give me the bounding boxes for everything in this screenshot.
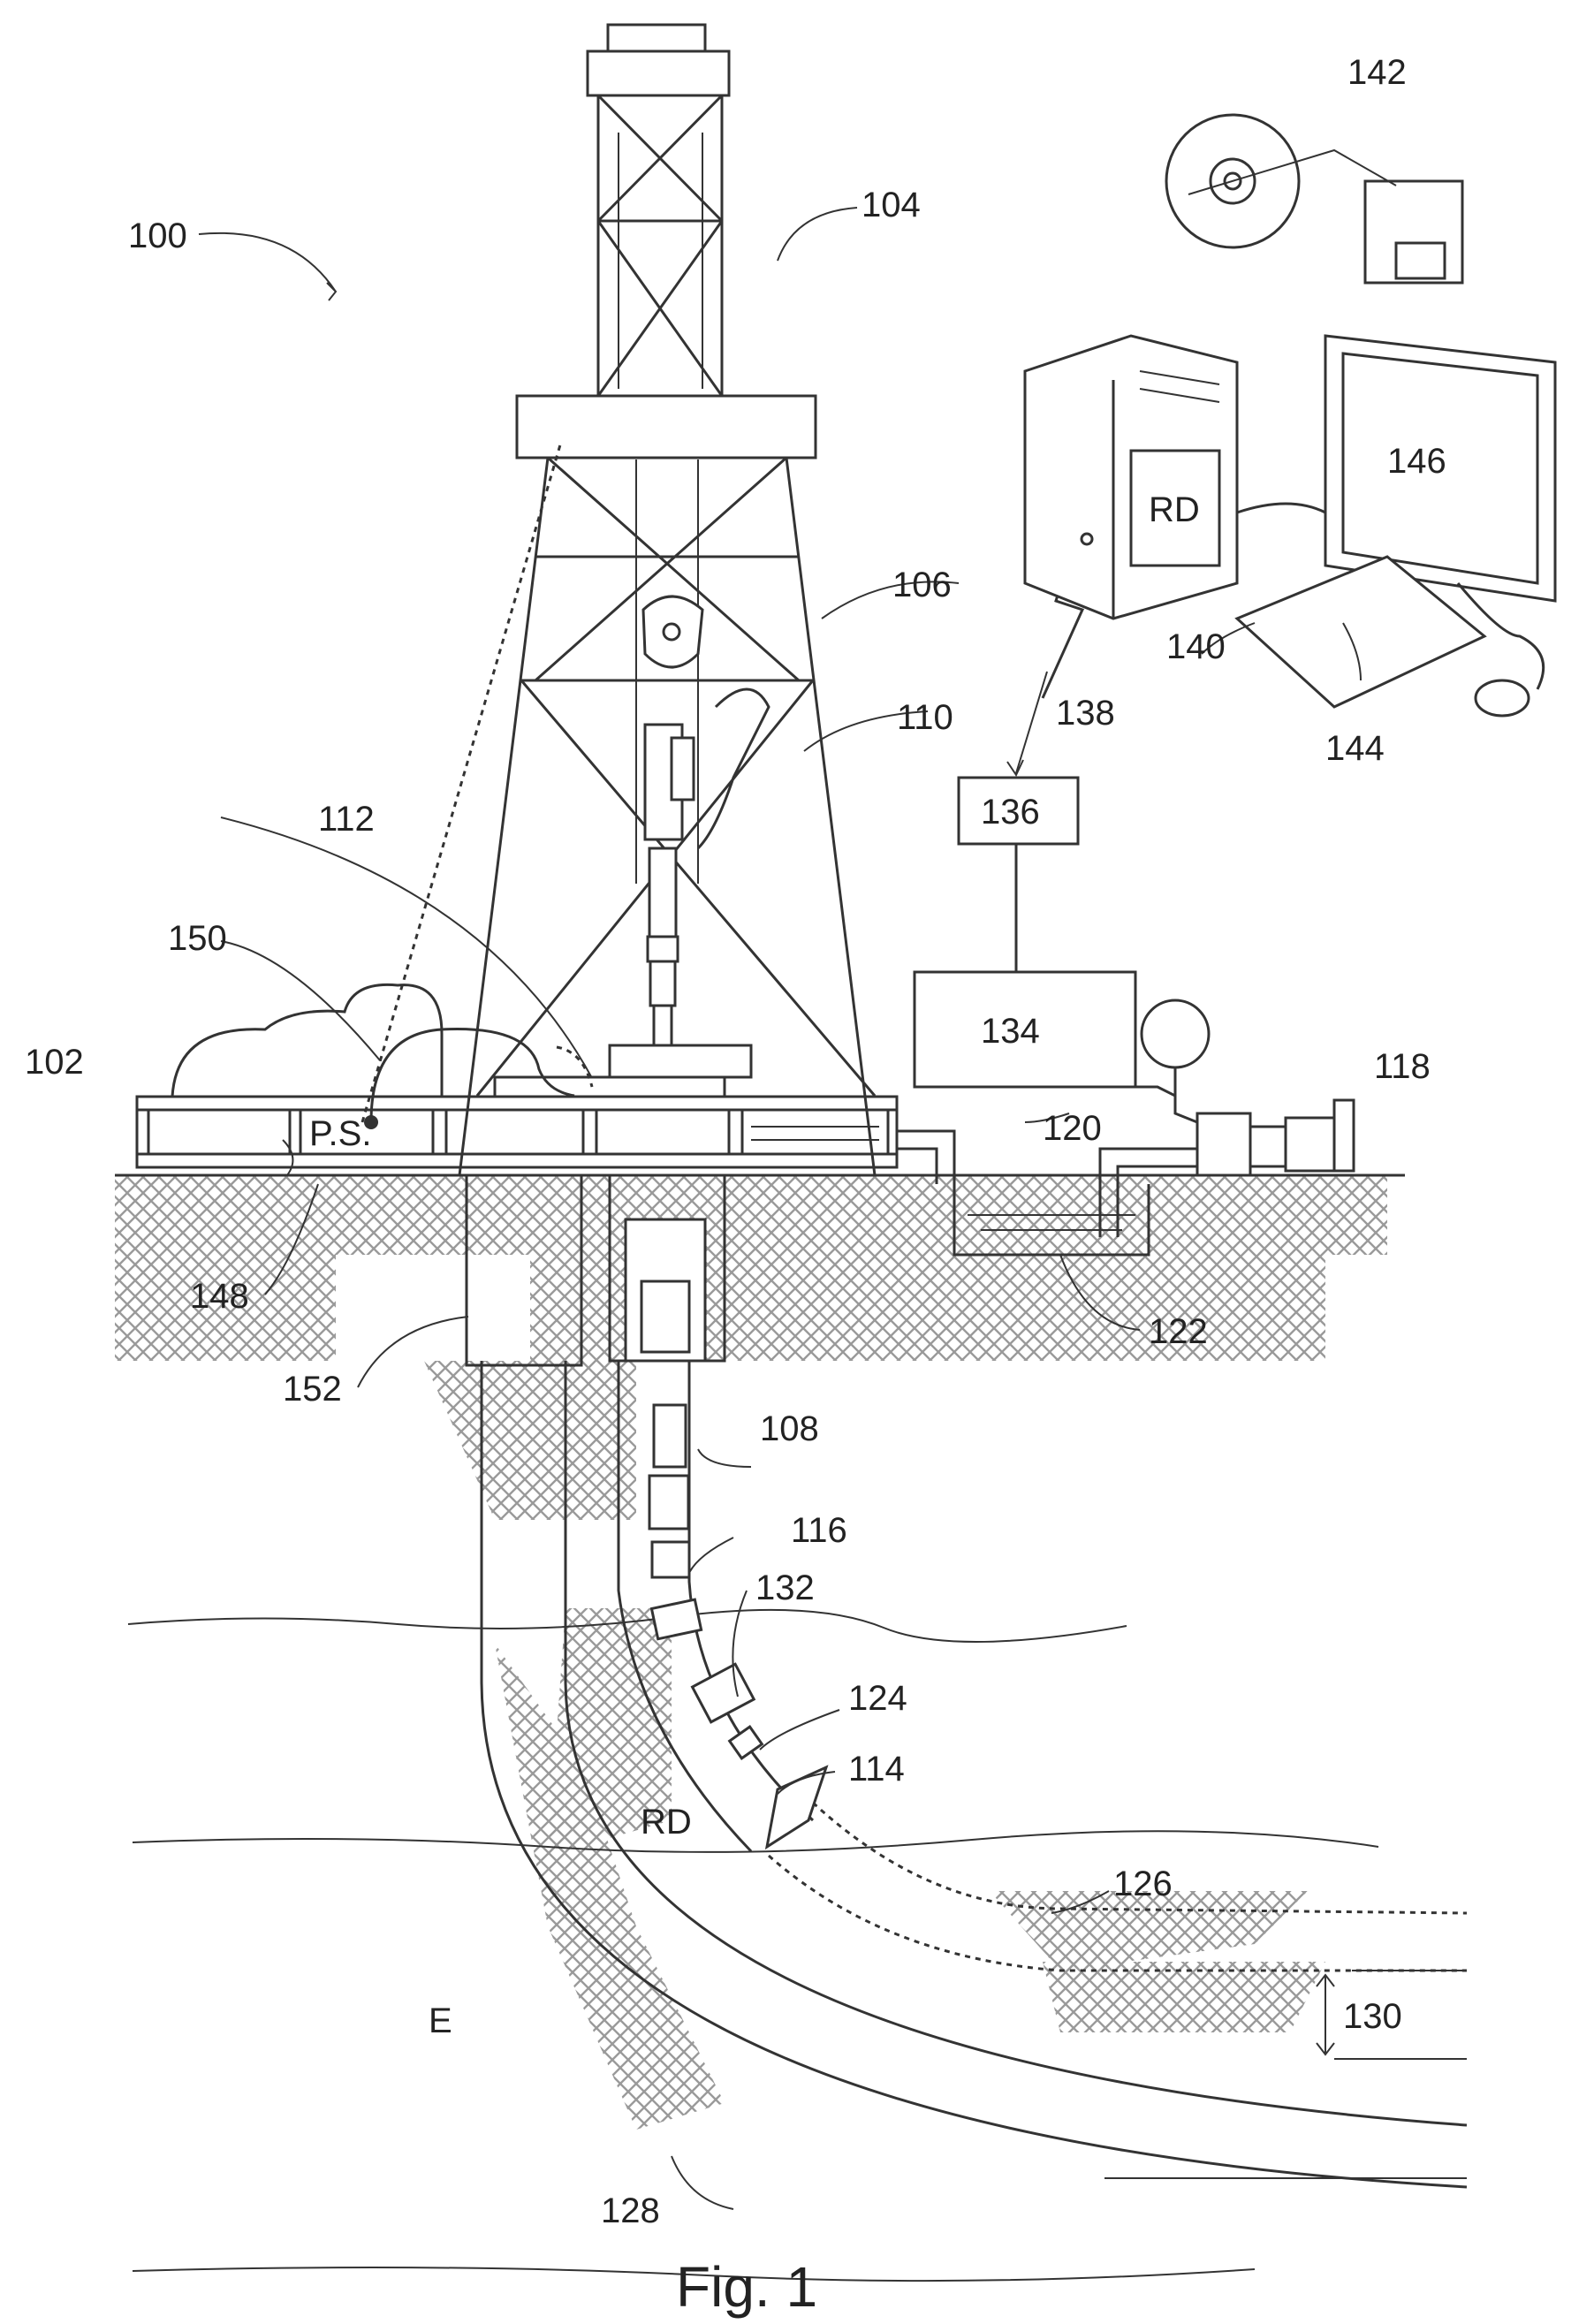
computer-system [1025,115,1555,716]
label-118: 118 [1374,1047,1431,1086]
label-128: 128 [601,2191,660,2230]
label-124: 124 [848,1679,907,1718]
label-100: 100 [128,216,187,255]
label-136: 136 [981,793,1040,832]
label-146: 146 [1387,442,1446,481]
label-148: 148 [190,1277,249,1316]
label-104: 104 [862,186,921,224]
label-130: 130 [1343,1997,1402,2036]
figure-caption: Fig. 1 [676,2255,817,2319]
label-110: 110 [897,698,953,737]
label-126: 126 [1113,1865,1173,1903]
label-132: 132 [755,1568,815,1607]
guy-line [362,442,561,1122]
hoisting-equipment [643,596,769,1045]
label-120: 120 [1043,1109,1102,1148]
power-system-label: P.S. [309,1114,371,1153]
label-102: 102 [25,1043,84,1082]
label-112: 112 [318,800,375,839]
rd-computer-label: RD [1149,490,1200,529]
label-144: 144 [1325,729,1385,768]
formation-layers [128,1610,1467,2281]
label-142: 142 [1347,53,1407,92]
formation-label: E [429,2001,452,2040]
label-114: 114 [848,1750,905,1789]
label-116: 116 [791,1511,847,1550]
label-138: 138 [1056,694,1115,733]
label-150: 150 [168,919,227,958]
label-108: 108 [760,1409,819,1448]
label-140: 140 [1166,627,1226,666]
label-134: 134 [981,1012,1040,1051]
rd-downhole-label: RD [641,1803,692,1842]
label-106: 106 [892,566,952,604]
label-122: 122 [1149,1312,1208,1351]
label-152: 152 [283,1370,342,1409]
